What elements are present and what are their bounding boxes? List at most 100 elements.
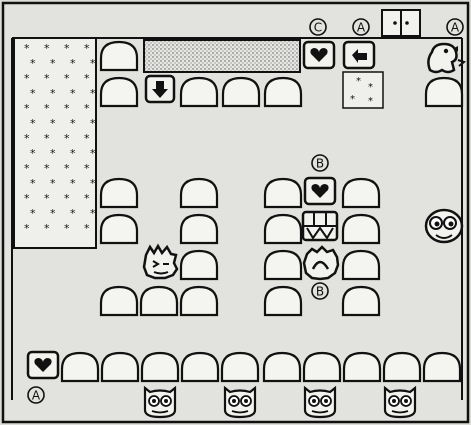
boulder-icon <box>182 353 218 381</box>
svg-text:*: * <box>50 117 56 130</box>
boulder-icon <box>265 215 301 243</box>
marker-b: B <box>312 283 328 299</box>
svg-text:*: * <box>44 72 50 85</box>
svg-text:*: * <box>84 102 90 115</box>
marker-c: C <box>310 19 326 35</box>
svg-text:*: * <box>30 207 36 220</box>
svg-text:*: * <box>30 147 36 160</box>
svg-text:*: * <box>84 162 90 175</box>
boulder-icon <box>223 78 259 106</box>
marker-a: A <box>28 387 44 403</box>
boulder-icon <box>343 215 379 243</box>
svg-text:*: * <box>90 57 96 70</box>
svg-text:*: * <box>84 72 90 85</box>
svg-text:*: * <box>30 87 36 100</box>
svg-text:*: * <box>368 82 373 93</box>
marker-c-label: C <box>314 21 322 35</box>
svg-text:*: * <box>84 222 90 235</box>
marker-b-label: B <box>316 157 324 171</box>
boulder-icon <box>424 353 460 381</box>
boulder-icon <box>304 353 340 381</box>
svg-text:*: * <box>50 57 56 70</box>
svg-text:*: * <box>24 222 30 235</box>
heart-block-icon[interactable] <box>304 42 334 68</box>
boulder-icon <box>141 287 177 315</box>
dotted-floor-icon <box>144 40 300 72</box>
svg-text:*: * <box>24 162 30 175</box>
svg-text:*: * <box>70 87 76 100</box>
svg-text:*: * <box>50 177 56 190</box>
svg-text:*: * <box>90 207 96 220</box>
svg-text:*: * <box>64 132 70 145</box>
boulder-icon <box>62 353 98 381</box>
star-tile-floor-icon: * * * * <box>343 72 383 108</box>
spiky-enemy-icon[interactable] <box>304 247 338 279</box>
boulder-icon <box>343 251 379 279</box>
svg-text:*: * <box>84 192 90 205</box>
svg-text:*: * <box>70 177 76 190</box>
marker-a: A <box>353 19 369 35</box>
svg-text:*: * <box>64 192 70 205</box>
boulder-icon <box>101 287 137 315</box>
boulder-icon <box>343 179 379 207</box>
boulder-icon <box>181 287 217 315</box>
heart-block-icon[interactable] <box>28 352 58 378</box>
boulder-icon <box>265 251 301 279</box>
marker-b: B <box>312 155 328 171</box>
svg-text:*: * <box>44 162 50 175</box>
svg-text:*: * <box>24 72 30 85</box>
heart-block-icon[interactable] <box>305 178 335 204</box>
boulder-icon <box>265 287 301 315</box>
boulder-icon <box>101 78 137 106</box>
svg-text:*: * <box>24 132 30 145</box>
svg-text:*: * <box>90 117 96 130</box>
svg-text:*: * <box>64 162 70 175</box>
svg-text:*: * <box>24 102 30 115</box>
svg-text:*: * <box>30 177 36 190</box>
svg-text:*: * <box>70 207 76 220</box>
svg-text:*: * <box>50 207 56 220</box>
treasure-chest-icon[interactable] <box>303 212 337 240</box>
boulder-icon <box>264 353 300 381</box>
svg-text:*: * <box>368 96 373 107</box>
svg-text:*: * <box>50 147 56 160</box>
round-blob-enemy-icon[interactable] <box>426 210 462 242</box>
svg-text:*: * <box>44 102 50 115</box>
boulder-icon <box>101 215 137 243</box>
boulder-icon <box>181 179 217 207</box>
boulder-icon <box>426 78 462 106</box>
marker-a-label: A <box>357 21 366 35</box>
boulder-icon <box>101 42 137 70</box>
svg-text:*: * <box>64 42 70 55</box>
boulder-icon <box>343 287 379 315</box>
svg-text:*: * <box>64 72 70 85</box>
boulder-icon <box>384 353 420 381</box>
svg-text:*: * <box>44 222 50 235</box>
star-tile-floor-icon: ****************************************… <box>14 38 96 248</box>
svg-text:*: * <box>84 42 90 55</box>
svg-text:*: * <box>84 132 90 145</box>
svg-text:*: * <box>70 57 76 70</box>
svg-text:*: * <box>24 192 30 205</box>
svg-text:*: * <box>50 87 56 100</box>
return-arrow-icon[interactable] <box>344 42 374 68</box>
marker-a-label: A <box>32 389 41 403</box>
svg-text:*: * <box>44 132 50 145</box>
svg-text:*: * <box>30 117 36 130</box>
door-icon[interactable] <box>382 10 420 36</box>
svg-text:*: * <box>70 147 76 160</box>
svg-text:*: * <box>30 57 36 70</box>
boulder-icon <box>265 78 301 106</box>
svg-text:*: * <box>44 192 50 205</box>
svg-text:*: * <box>24 42 30 55</box>
svg-text:*: * <box>90 177 96 190</box>
svg-text:*: * <box>64 222 70 235</box>
svg-text:*: * <box>90 147 96 160</box>
svg-text:*: * <box>64 102 70 115</box>
svg-text:*: * <box>350 94 355 105</box>
svg-text:*: * <box>44 42 50 55</box>
marker-b-label: B <box>316 285 324 299</box>
down-arrow-icon[interactable] <box>146 76 174 102</box>
boulder-icon <box>101 179 137 207</box>
